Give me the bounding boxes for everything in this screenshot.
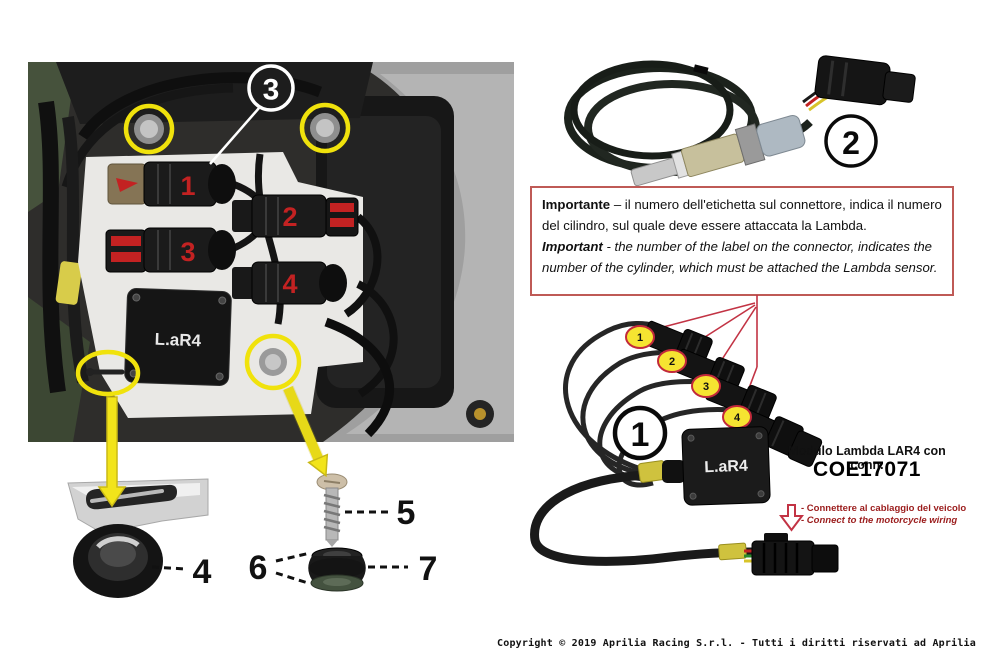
yellow-cable-tag	[55, 261, 83, 305]
cable-tag-3-number: 3	[703, 381, 709, 393]
lar4-module-logo: L.aR4	[704, 458, 748, 477]
callout-3-number: 3	[263, 74, 280, 107]
cable-tag-1-number: 1	[637, 332, 643, 344]
cable-tag-2-number: 2	[669, 356, 675, 368]
leader-line-6b	[275, 571, 309, 585]
vehicle-connector	[744, 533, 839, 576]
part-label-6: 6	[249, 549, 268, 587]
harness-diagram: 1 2 3 4 L.aR4 1	[530, 295, 839, 576]
lar4-module: L.aR4	[681, 426, 771, 506]
part-label-7: 7	[419, 550, 438, 588]
module-caption-title: Modulo Lambda LAR4 con conn.	[788, 444, 946, 472]
engine-bay-photo: 1 2 3	[28, 62, 514, 442]
cable-tag-1: 1	[625, 325, 655, 349]
yellow-highlight-circle	[299, 102, 351, 154]
screw-bottom-highlight	[244, 333, 302, 391]
connector-number-1: 1	[180, 171, 195, 201]
cable	[324, 317, 395, 438]
notice-italian: Importante – il numero dell'etichetta su…	[542, 195, 942, 237]
cable-tag-2: 2	[657, 349, 687, 373]
main-cable	[530, 470, 753, 566]
notice-it-text: – il numero dell'etichetta sul connettor…	[542, 197, 942, 233]
important-notice-box: Importante – il numero dell'etichetta su…	[530, 186, 954, 296]
sensor-connector	[814, 55, 916, 106]
notice-english: Important - the number of the label on t…	[542, 237, 942, 279]
module-part-code: COE17071	[813, 458, 921, 481]
cable	[343, 213, 382, 318]
coil-connector-4: 4	[232, 261, 347, 305]
zip-tie	[693, 64, 709, 75]
cable	[356, 280, 398, 398]
connector-number-4: 4	[282, 269, 297, 299]
leader-line-4	[151, 565, 187, 571]
notice-en-keyword: Important	[542, 238, 603, 254]
fender-highlight	[346, 74, 514, 434]
red-down-arrow-icon	[779, 504, 804, 532]
yellow-highlight-circle	[123, 103, 175, 155]
part-label-4: 4	[193, 553, 212, 591]
part-label-5: 5	[397, 494, 416, 532]
red-mark-icon	[116, 178, 138, 192]
module-logo: L.aR4	[154, 330, 201, 351]
gold-knob	[466, 400, 494, 428]
lar4-module-photo: L.aR4	[124, 288, 232, 386]
cable-tag-4-number: 4	[734, 412, 741, 424]
leader-line-6a	[275, 551, 311, 563]
cable-tag-4: 4	[722, 405, 752, 429]
callout-2: 2	[824, 114, 878, 168]
copyright-text: Copyright © 2019 Aprilia Racing S.r.l. -…	[497, 638, 976, 649]
connect-note-italian: - Connettere al cablaggio del veicolo	[801, 503, 967, 514]
callout-1: 1	[612, 405, 668, 461]
coil-connector-3: 3	[105, 227, 236, 273]
callout3-leader	[209, 107, 260, 165]
sensor-tip	[630, 157, 680, 187]
callout-3: 3	[247, 64, 295, 112]
yellow-highlight-circle	[244, 333, 302, 391]
lambda-sensor-photo: 2	[564, 55, 916, 187]
parts-detail: 4 5 6 7	[67, 473, 438, 598]
sensor-body	[630, 114, 806, 187]
sensor-shell	[680, 133, 745, 178]
connector-number-3: 3	[180, 237, 195, 267]
sensor-boot	[756, 114, 806, 157]
cable-bundle	[38, 100, 66, 394]
callout-2-number: 2	[842, 125, 860, 161]
screw-part	[316, 473, 348, 547]
grommet-stack-part	[308, 547, 366, 592]
yellow-cable-band	[718, 542, 747, 561]
coil-connector-1: 1	[107, 161, 236, 207]
connector-number-2: 2	[282, 202, 297, 232]
connect-note-english: - Connect to the motorcycle wiring	[801, 515, 958, 526]
callout-1-number: 1	[631, 416, 650, 454]
bracket-part	[67, 478, 209, 598]
hook-slot-highlight	[75, 349, 141, 397]
cable-bundle	[62, 116, 89, 384]
coil-connector-2: 2	[232, 194, 359, 238]
cable-tag-3: 3	[691, 374, 721, 398]
notice-en-text: - the number of the label on the connect…	[542, 238, 938, 275]
screw-top-left	[123, 103, 175, 155]
module-input-connector	[662, 460, 685, 483]
screw-top-right	[299, 102, 351, 154]
notice-it-keyword: Importante	[542, 197, 611, 212]
yellow-highlight-ellipse	[75, 349, 141, 397]
